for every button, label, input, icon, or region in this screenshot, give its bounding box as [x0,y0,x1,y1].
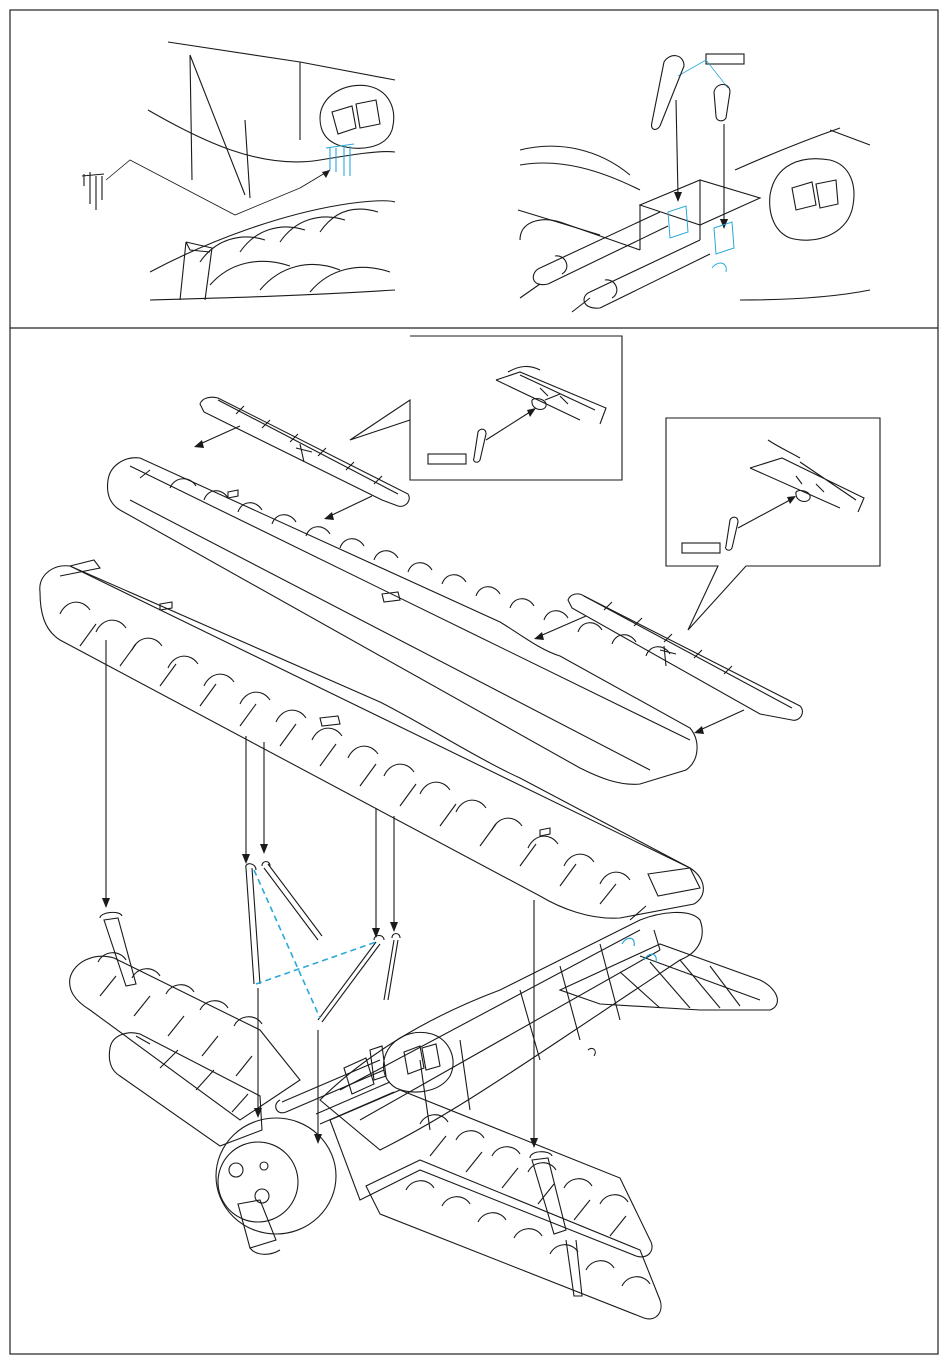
arrowhead-aileron-ul-2 [324,512,334,520]
detail-b-hinge [796,491,810,502]
arrowhead-vert-1 [102,898,110,908]
aileron-right [568,594,802,720]
arrowhead-aileron-r-1 [534,632,544,640]
middle-wing-right [330,1090,652,1257]
upper-wing-front-ribs-aft [80,624,616,904]
rigging-wires [254,870,376,1018]
cowling-hole-1 [229,1163,243,1177]
seat-straps-tl [332,100,380,134]
wing-lower-edge-tl [150,290,395,300]
arrowhead-aileron-r-2 [694,726,704,734]
engine-cowling-face [218,1142,298,1222]
guns-main [276,1060,394,1124]
detail-b-part [726,517,738,550]
detail-a-arrowhead [527,408,536,417]
upper-wing-front-tip [648,868,700,896]
lower-wing-right-ribs [406,1181,650,1286]
lower-wing-left [109,1033,262,1146]
upper-wing-back-ribs [140,470,670,656]
arrow-aileron-r-1 [540,616,586,636]
detail-box-a [350,336,622,480]
seat-straps-tr [792,180,838,210]
propeller-hub [238,1200,280,1254]
gun-barrels-tr [520,284,590,312]
middle-wing-right-ribs [420,1115,628,1236]
detail-b-arrow [738,500,790,528]
arrow-a-tr [676,100,678,195]
detail-label-box-a [428,454,466,464]
aileron-upper-left [200,397,409,506]
upper-wing-front-le [60,560,690,868]
cockpit-opening-tl [320,85,394,148]
aileron-right-horn [660,646,676,666]
gun-etch-parts-tl [326,144,354,176]
detail-label-box-b [682,543,720,553]
aileron-upper-left-horn [296,444,312,462]
strut-tl [180,242,212,300]
panel-main [40,336,880,1319]
arrowhead-a-tr [674,192,682,202]
strut-left-v [262,862,322,941]
lower-wing-right-strut [566,1240,582,1296]
upper-wing-back-spar [130,466,690,770]
strut-right-outer [384,934,400,1001]
gun-jackets-tr [555,256,617,298]
middle-wing-left [70,956,300,1120]
fuselage-longerons [340,930,660,1130]
arrowhead-vert-8 [314,1134,322,1144]
detail-a-part [474,429,486,462]
interplane-strut-left [100,912,136,986]
callout-box-tr [706,54,744,64]
arrowhead-aileron-ul-1 [194,440,204,448]
strut-left-outer [246,864,260,984]
detail-b-arrowhead [787,496,796,504]
cabane-wing-tr [520,220,640,250]
loose-bent-part-b-tr [714,85,730,121]
arrowhead-vert-3 [260,844,268,854]
arrow-aileron-r-2 [700,710,744,730]
arrowhead-vert-2 [242,854,250,864]
tail-etch-parts [622,938,656,962]
outer-frame [10,10,938,1354]
aileron-right-ribs [584,596,792,708]
lower-wing-left-ribs [136,1036,248,1112]
wing-top-tl [150,201,395,272]
arrow-aileron-ul-2 [330,496,372,516]
arrow-aileron-ul-1 [200,426,240,444]
upper-wing-front-ribs [60,602,630,884]
cockpit-opening-tr [770,159,854,240]
tailplane-ribs [620,956,760,1008]
panel-top-right [518,54,870,312]
loose-part-tl [82,172,104,210]
fuselage-side-tl [168,42,395,198]
upper-wing-front [40,566,704,918]
strut-right-v [318,936,384,1023]
leader-line-tl [106,160,300,215]
gun-right-tr [584,240,710,308]
loose-bent-part-a-tr [652,56,684,130]
gun-left-tr [533,212,668,285]
fuselage-body-tr [518,128,870,300]
arrowhead-vert-5 [390,922,398,932]
cowling-hole-3 [260,1162,268,1170]
aileron-upper-left-ribs [218,400,398,494]
panel-top-left [82,42,395,300]
upper-wing-front-hatch [160,602,550,836]
detail-box-b [666,418,880,630]
wing-ribs-tl [200,209,390,292]
tailplane [560,944,777,1010]
tailskid [588,1048,595,1056]
detail-a-arrow [486,412,530,440]
middle-wing-left-ribs [98,953,262,1076]
cockpit-seat-main [404,1044,440,1074]
gun-mount-tr [640,180,760,250]
detail-a-aileron [496,366,606,424]
